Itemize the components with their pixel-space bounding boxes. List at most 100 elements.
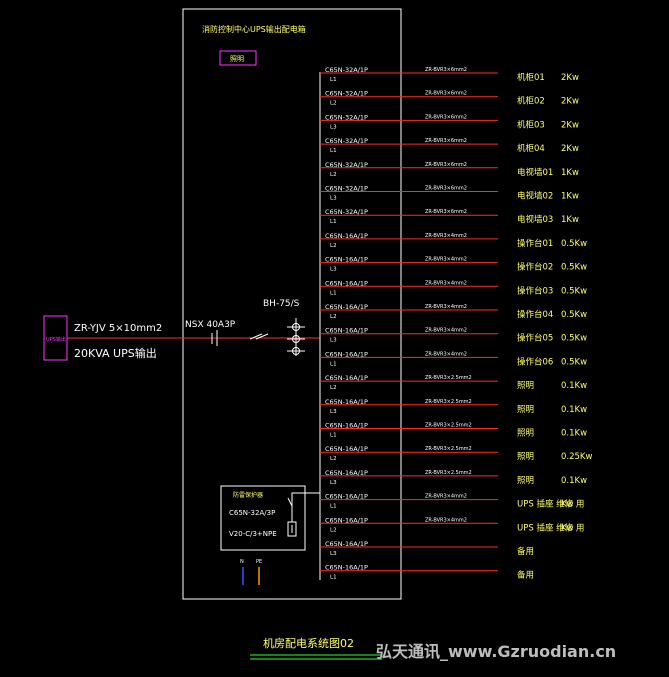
circuit-power: 0.25Kw — [561, 452, 592, 462]
circuit-power: 0.5Kw — [561, 310, 587, 320]
circuit-cable: ZR-BVR3×4mm2 — [425, 351, 467, 357]
circuit-load: 机柜02 — [517, 96, 545, 107]
circuit-row: C65N-16A/1P L1 备用 — [320, 564, 534, 581]
drawing-caption: 机房配电系统图02 — [263, 636, 354, 650]
circuit-cable: ZR-BVR3×4mm2 — [425, 257, 467, 263]
circuit-breaker: C65N-16A/1P — [325, 445, 368, 453]
main-breaker-label: NSX 40A3P — [185, 320, 236, 330]
circuit-load: 机柜04 — [517, 143, 545, 154]
watermark: 弘天通讯_www.Gzruodian.cn — [376, 642, 616, 661]
circuit-load: 照明 — [517, 429, 534, 439]
circuit-breaker: C65N-16A/1P — [325, 232, 368, 240]
circuit-breaker: C65N-32A/1P — [325, 90, 368, 98]
circuit-power: 2Kw — [561, 144, 579, 154]
circuit-power: 0.5Kw — [561, 239, 587, 249]
circuit-breaker: C65N-16A/1P — [325, 374, 368, 382]
circuit-load: UPS 插座 维修 用 — [517, 522, 584, 533]
circuit-power: Kw — [561, 500, 574, 510]
circuit-cable: ZR-BVR3×2.5mm2 — [425, 399, 472, 405]
circuit-breaker: C65N-32A/1P — [325, 208, 368, 216]
circuit-cable: ZR-BVR3×4mm2 — [425, 304, 467, 310]
circuit-phase: L3 — [330, 409, 337, 415]
circuit-phase: L3 — [330, 551, 337, 557]
circuit-phase: L1 — [330, 504, 337, 510]
incoming-source: 20KVA UPS输出 — [74, 346, 157, 360]
circuit-power: 1Kw — [561, 168, 579, 178]
circuit-cable: ZR-BVR3×2.5mm2 — [425, 470, 472, 476]
circuit-phase: L2 — [330, 243, 337, 249]
circuit-breaker: C65N-16A/1P — [325, 279, 368, 287]
circuit-phase: L2 — [330, 385, 337, 391]
circuit-cable: ZR-BVR3×6mm2 — [425, 186, 467, 192]
circuit-cable: ZR-BVR3×4mm2 — [425, 517, 467, 523]
circuit-breaker: C65N-16A/1P — [325, 303, 368, 311]
circuit-load: 备用 — [517, 570, 534, 581]
panel-border — [182, 8, 402, 600]
circuit-power: 0.1Kw — [561, 476, 587, 486]
panel-tag: 照明 — [230, 55, 244, 63]
panel-title: 消防控制中心UPS输出配电箱 — [202, 24, 306, 34]
circuit-phase: L1 — [330, 219, 337, 225]
circuit-phase: L1 — [330, 148, 337, 154]
surge-n-label: N — [240, 559, 244, 565]
circuit-phase: L2 — [330, 314, 337, 320]
circuit-cable: ZR-BVR3×6mm2 — [425, 67, 467, 73]
circuit-breaker: C65N-16A/1P — [325, 516, 368, 524]
circuit-breaker: C65N-32A/1P — [325, 161, 368, 169]
circuit-breaker: C65N-16A/1P — [325, 493, 368, 501]
circuit-breaker: C65N-32A/1P — [325, 137, 368, 145]
circuit-load: 照明 — [517, 452, 534, 462]
circuit-load: 操作台04 — [517, 309, 553, 320]
circuit-cable: ZR-BVR3×4mm2 — [425, 233, 467, 239]
circuit-cable: ZR-BVR3×2.5mm2 — [425, 446, 472, 452]
circuit-row: C65N-16A/1P L2 ZR-BVR3×4mm2 操作台04 0.5Kw — [320, 303, 587, 320]
circuit-load: 机柜01 — [517, 72, 545, 83]
circuit-cable: ZR-BVR3×6mm2 — [425, 114, 467, 120]
surge-box-title: 防雷保护器 — [233, 491, 263, 499]
surge-feed-line — [291, 492, 320, 522]
circuit-row: C65N-16A/1P L2 ZR-BVR3×4mm2 操作台01 0.5Kw — [320, 232, 587, 249]
circuit-phase: L3 — [330, 124, 337, 130]
circuit-breaker: C65N-32A/1P — [325, 185, 368, 193]
circuit-phase: L3 — [330, 196, 337, 202]
circuit-load: 照明 — [517, 381, 534, 391]
surge-switch — [287, 497, 293, 507]
circuit-phase: L1 — [330, 575, 337, 581]
circuit-phase: L2 — [330, 172, 337, 178]
circuit-load: 电视墙02 — [517, 191, 553, 202]
circuit-load: 机柜03 — [517, 119, 545, 130]
surge-pe-label: PE — [256, 559, 262, 565]
circuit-breaker: C65N-32A/1P — [325, 66, 368, 74]
circuit-phase: L3 — [330, 480, 337, 486]
surge-box-breaker: C65N-32A/3P — [229, 509, 275, 517]
circuit-power: 0.5Kw — [561, 286, 587, 296]
spd-label: BH-75/S — [263, 299, 300, 309]
circuit-phase: L1 — [330, 290, 337, 296]
circuit-cable: ZR-BVR3×2.5mm2 — [425, 423, 472, 429]
incoming-cable: ZR-YJV 5×10mm2 — [74, 323, 162, 334]
circuit-phase: L2 — [330, 101, 337, 107]
surge-arrester-icon — [287, 521, 297, 537]
circuit-power: 0.5Kw — [561, 357, 587, 367]
circuit-phase: L2 — [330, 456, 337, 462]
circuit-load: 操作台01 — [517, 238, 553, 249]
circuit-breaker: C65N-16A/1P — [325, 564, 368, 572]
circuit-phase: L2 — [330, 527, 337, 533]
isolator-blade — [249, 333, 263, 340]
circuit-cable: ZR-BVR3×4mm2 — [425, 328, 467, 334]
